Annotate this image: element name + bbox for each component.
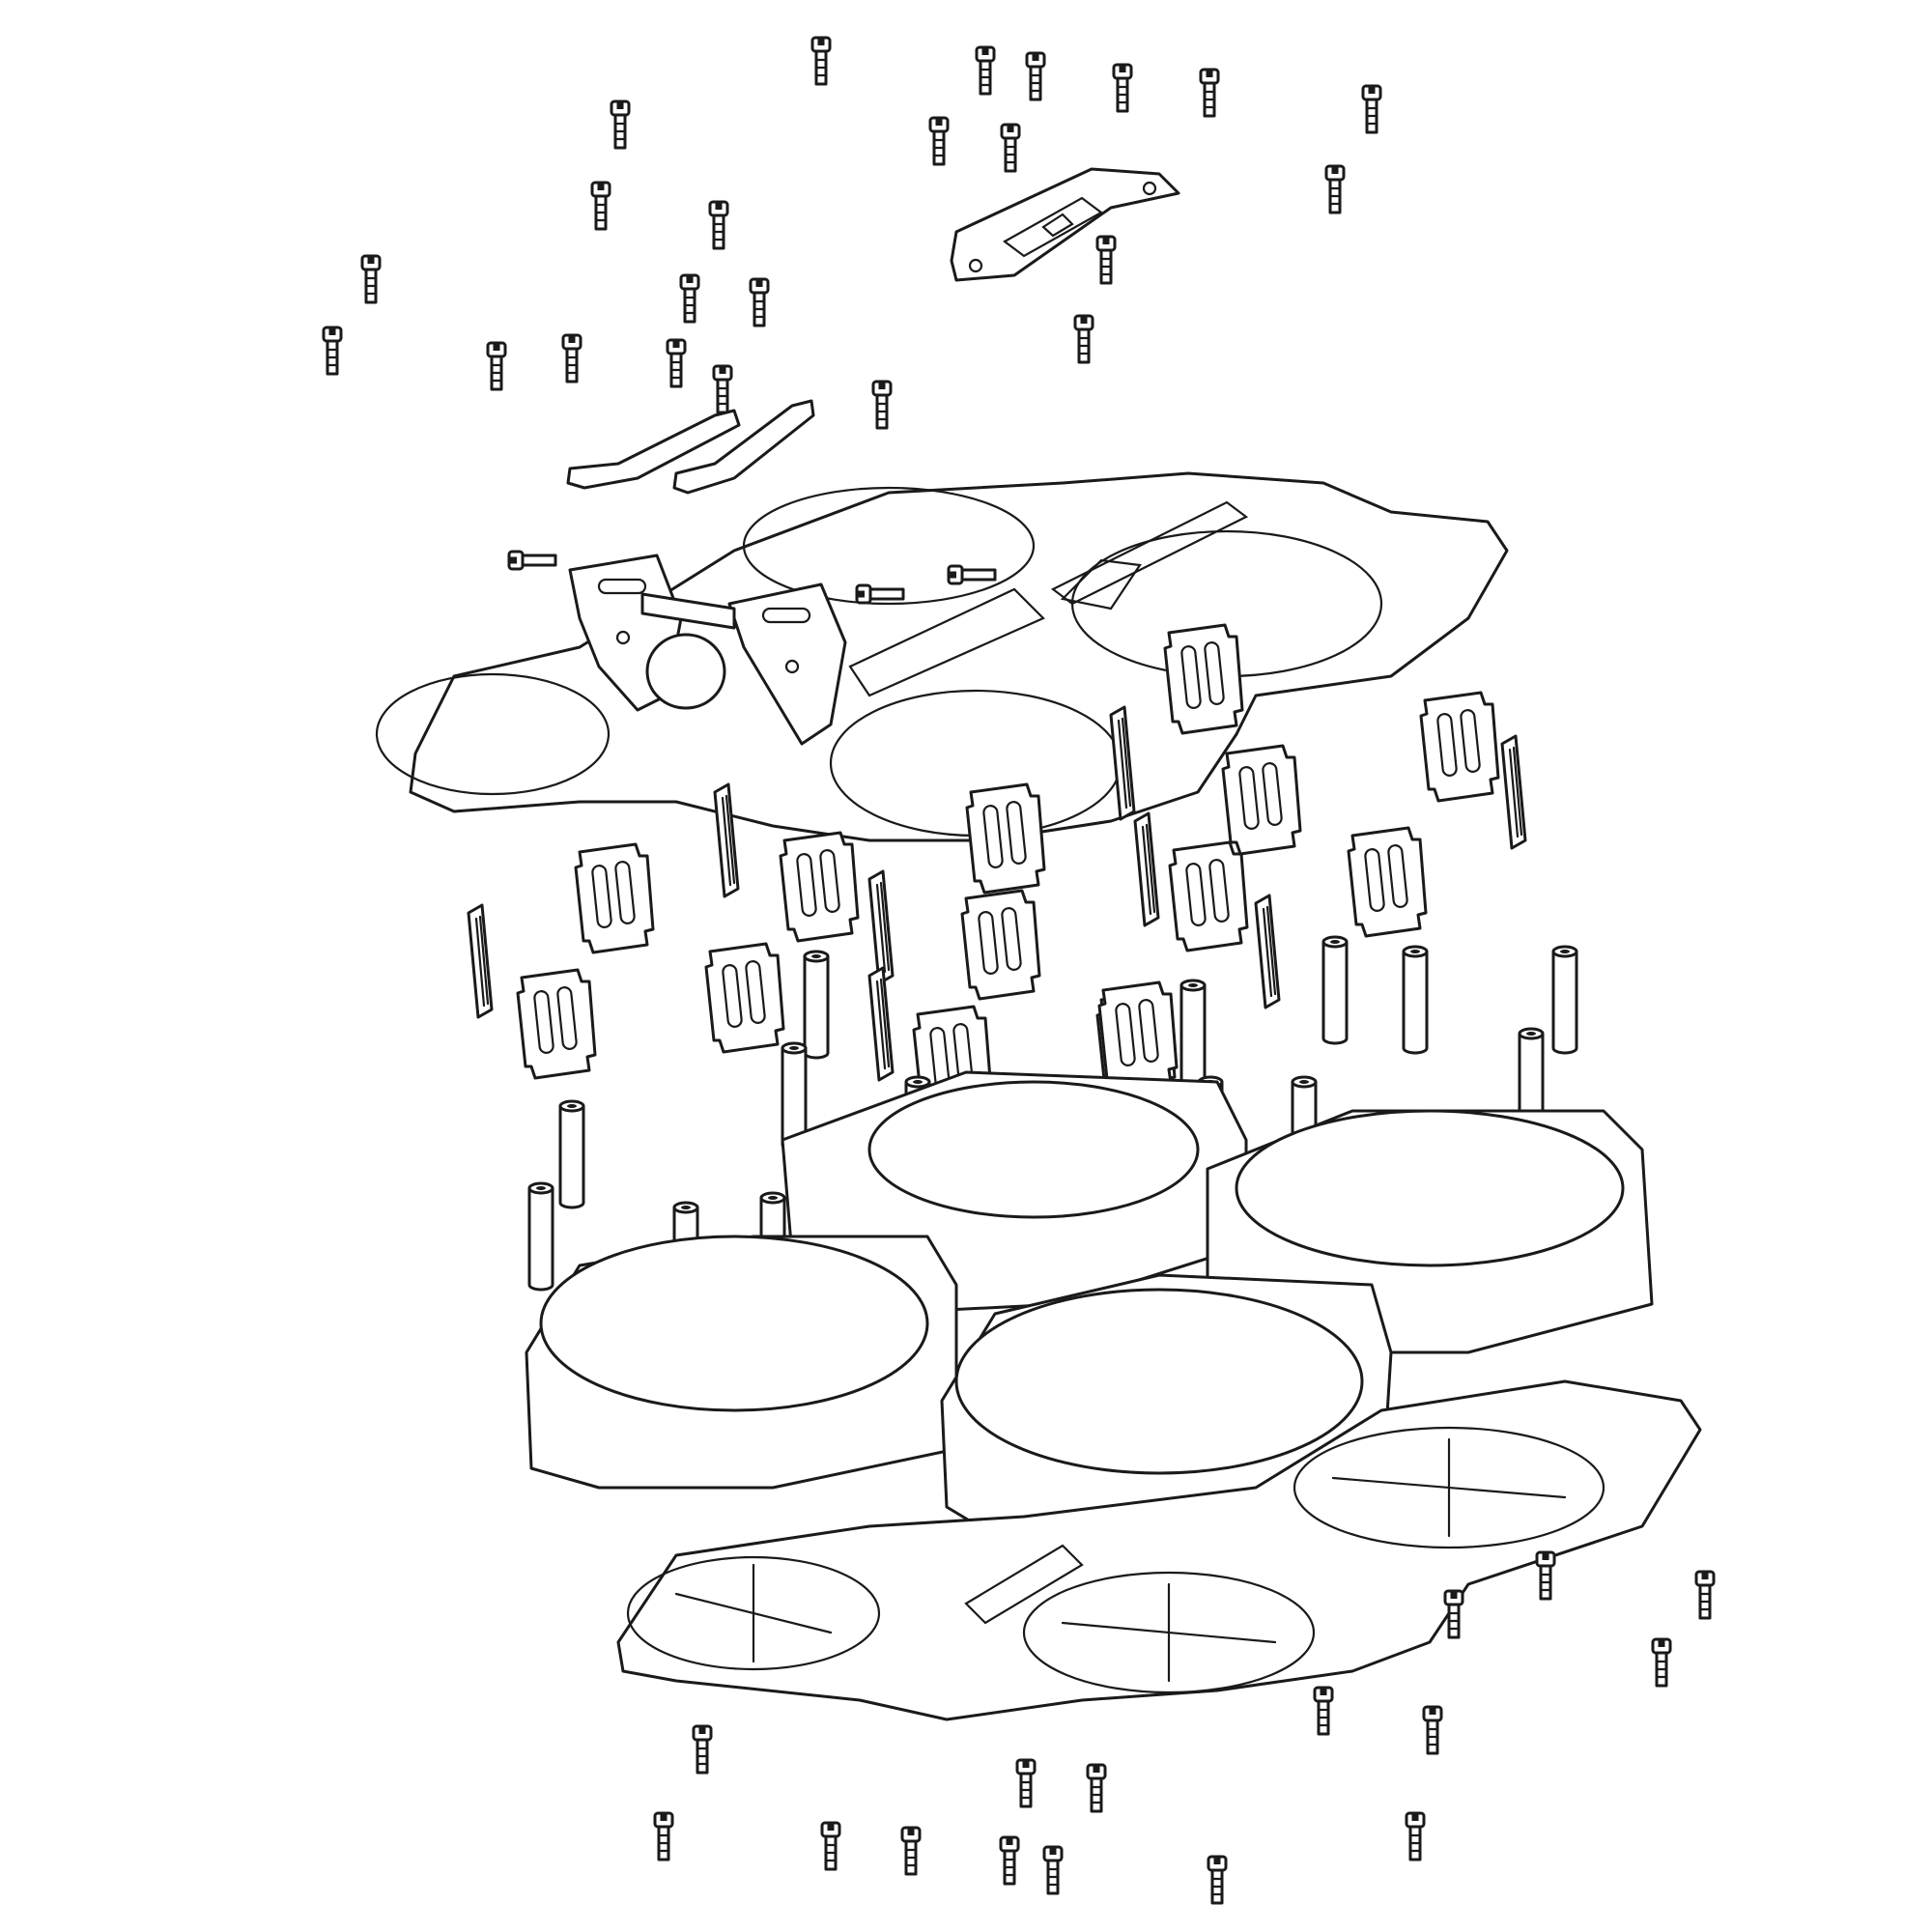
damper-plate	[965, 782, 1046, 895]
damper-plate	[1347, 826, 1428, 938]
screw	[1199, 68, 1220, 118]
screw	[1025, 51, 1046, 101]
screw	[928, 116, 950, 166]
top-arm-plate	[950, 167, 1180, 282]
damper-plate	[1097, 980, 1179, 1093]
screw	[360, 254, 382, 304]
camera-cage	[507, 550, 997, 746]
screw	[1361, 84, 1382, 134]
screw	[486, 341, 507, 391]
screw	[1086, 1763, 1107, 1813]
duct-rings	[525, 1070, 1654, 1538]
damper-plate	[779, 831, 860, 943]
spring-strip	[1500, 734, 1527, 850]
screw	[975, 45, 996, 96]
spring-strip	[867, 966, 895, 1082]
screw	[1042, 1845, 1064, 1895]
spring-strip	[1133, 811, 1160, 927]
standoff	[1551, 945, 1578, 1055]
top-screws	[322, 36, 1382, 430]
damper-plate	[1419, 691, 1500, 803]
screw	[900, 1826, 922, 1876]
screw	[590, 181, 611, 231]
screw	[561, 333, 582, 384]
spring-strip	[1254, 894, 1281, 1009]
screw	[712, 364, 733, 414]
screw	[1405, 1811, 1426, 1861]
screw	[1694, 1570, 1716, 1620]
spring-strip	[867, 869, 895, 985]
screw	[610, 99, 631, 150]
damper-plate	[704, 942, 785, 1054]
screw	[1073, 314, 1094, 364]
screw	[749, 277, 770, 327]
damper-plate	[574, 842, 655, 954]
damper-plate	[516, 968, 597, 1080]
screw	[999, 1835, 1020, 1886]
screw	[1422, 1705, 1443, 1755]
screw	[810, 36, 832, 86]
screw	[1324, 164, 1346, 214]
standoff	[1179, 979, 1207, 1089]
standoff	[1402, 945, 1429, 1055]
screw	[1095, 235, 1117, 285]
screw	[1313, 1686, 1334, 1736]
standoff	[1321, 935, 1349, 1045]
screw	[820, 1821, 841, 1871]
spring-strip	[467, 903, 494, 1019]
top-frame-plate	[375, 471, 1509, 842]
damper-plate	[1221, 744, 1302, 856]
standoff	[558, 1099, 585, 1209]
screw	[708, 200, 729, 250]
standoff	[803, 950, 830, 1060]
screw	[1535, 1550, 1556, 1601]
screw	[1112, 63, 1133, 113]
screw	[871, 380, 893, 430]
screw	[653, 1811, 674, 1861]
damper-plate	[1168, 840, 1249, 952]
screw	[1207, 1855, 1228, 1905]
screw	[1015, 1758, 1037, 1808]
damper-plate	[960, 889, 1041, 1001]
standoff	[527, 1181, 554, 1292]
screw	[322, 326, 343, 376]
screw	[1000, 123, 1021, 173]
screw	[666, 338, 687, 388]
arm-links	[566, 399, 815, 495]
screw	[692, 1724, 713, 1775]
screw	[1443, 1589, 1464, 1639]
screw	[679, 273, 700, 324]
damper-plate	[1163, 623, 1244, 735]
screw	[1651, 1637, 1672, 1688]
